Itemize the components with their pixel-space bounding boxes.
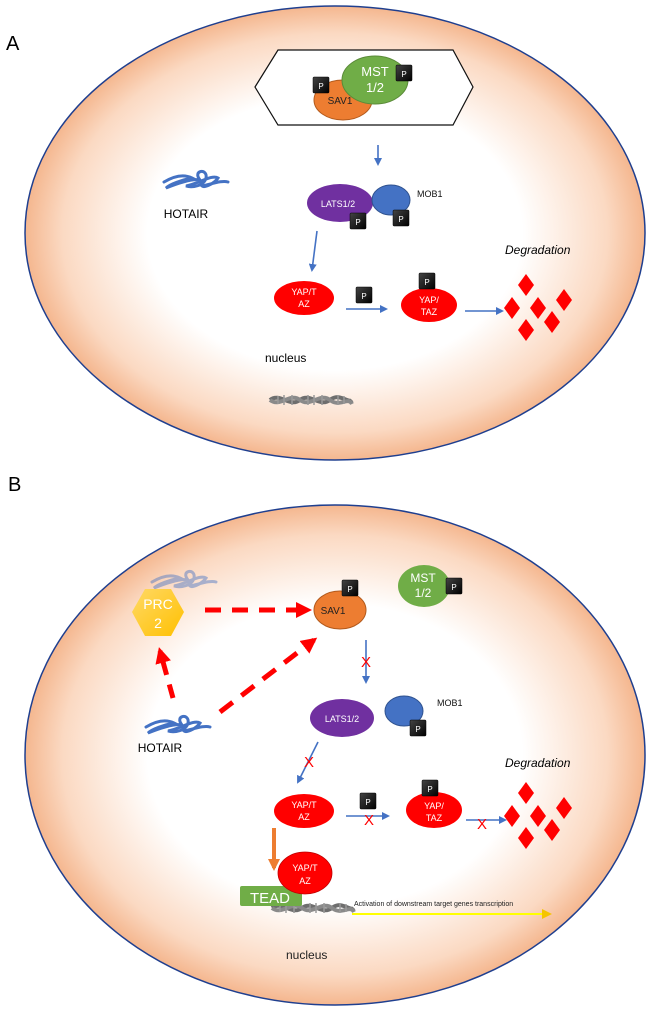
- phospho-badge: P: [418, 272, 436, 290]
- phospho-badge: P: [349, 212, 367, 230]
- degradation-label-a: Degradation: [505, 243, 571, 257]
- mob1-label-b: MOB1: [437, 698, 463, 708]
- svg-text:P: P: [424, 278, 429, 287]
- arrow-hotair-to-prc2: [155, 647, 176, 699]
- nuclear-yap-taz-node: [277, 851, 333, 895]
- yap-label-b-5: YAP/T: [292, 863, 318, 873]
- prc2-complex: [132, 589, 184, 636]
- svg-text:P: P: [398, 215, 403, 224]
- tead-factor: [240, 886, 302, 906]
- phospho-badge: P: [312, 76, 330, 94]
- prc2-label-1: PRC: [143, 596, 173, 612]
- yap-label-b-2: AZ: [298, 812, 310, 822]
- svg-text:P: P: [415, 725, 420, 734]
- prc2-label-2: 2: [154, 615, 162, 631]
- sav1-label-b: SAV1: [321, 606, 346, 617]
- mst-node-b: [398, 565, 450, 607]
- mob1-label-a: MOB1: [417, 189, 443, 199]
- panel-b-label: B: [8, 474, 21, 496]
- arrow-hotair-to-sav1: [218, 637, 318, 714]
- yap-taz-node-a: [274, 281, 334, 315]
- nucleus-label-b: nucleus: [286, 948, 327, 962]
- sav1-node-b: [313, 590, 367, 630]
- hotair-label-b: HOTAIR: [138, 741, 183, 755]
- svg-text:P: P: [347, 585, 352, 594]
- yap-label-a-2: AZ: [298, 299, 310, 309]
- yap-label-b-3: YAP/: [424, 801, 444, 811]
- phospho-yap-taz-node-b: [406, 792, 462, 828]
- svg-text:P: P: [401, 70, 406, 79]
- mob1-node-a: [371, 184, 411, 216]
- cell-a: [24, 5, 646, 461]
- yap-taz-node-b: [274, 794, 334, 828]
- lats-label-a: LATS1/2: [321, 199, 355, 209]
- block-mark: X: [361, 654, 371, 671]
- phospho-badge: P: [395, 64, 413, 82]
- lats-label-b: LATS1/2: [325, 714, 359, 724]
- phospho-badge: P: [359, 792, 377, 810]
- block-mark: X: [364, 812, 374, 829]
- hotair-label-a: HOTAIR: [164, 207, 209, 221]
- lats-node-a: [307, 184, 373, 222]
- yap-label-b-6: AZ: [299, 876, 311, 886]
- mst-label-b-1: MST: [410, 571, 436, 585]
- sav1-label-a: SAV1: [328, 96, 353, 107]
- arrow-lats-to-yap-a: [308, 230, 318, 272]
- phospho-yap-taz-node-a: [401, 288, 457, 322]
- svg-text:P: P: [365, 798, 370, 807]
- mst-label-a-1: MST: [361, 64, 389, 79]
- yap-label-b-4: TAZ: [426, 813, 443, 823]
- svg-text:P: P: [355, 218, 360, 227]
- yap-label-a-3: YAP/: [419, 295, 439, 305]
- yap-label-a-4: TAZ: [421, 307, 438, 317]
- block-mark: X: [477, 816, 487, 833]
- panel-a-label: A: [6, 33, 20, 55]
- mst-label-b-2: 1/2: [415, 586, 432, 600]
- cell-b: [24, 504, 646, 1006]
- yap-label-b-1: YAP/T: [291, 800, 317, 810]
- phospho-badge: P: [445, 577, 463, 595]
- phospho-badge: P: [421, 779, 439, 797]
- phospho-badge: P: [355, 286, 373, 304]
- activation-label: Activation of downstream target genes tr…: [354, 901, 513, 908]
- svg-text:P: P: [427, 785, 432, 794]
- degradation-label-b: Degradation: [505, 756, 571, 770]
- tead-label: TEAD: [250, 890, 290, 907]
- mst-label-a-2: 1/2: [366, 80, 384, 95]
- blocked-arrow-lats-to-yap: [297, 741, 319, 784]
- phospho-badge: P: [341, 579, 359, 597]
- svg-text:P: P: [451, 583, 456, 592]
- svg-text:P: P: [318, 82, 323, 91]
- yap-label-a-1: YAP/T: [291, 287, 317, 297]
- lats-node-b: [310, 699, 374, 737]
- nucleus-label-a: nucleus: [265, 351, 306, 365]
- phospho-badge: P: [392, 209, 410, 227]
- phospho-badge: P: [409, 719, 427, 737]
- svg-text:P: P: [361, 292, 366, 301]
- block-mark: X: [304, 754, 314, 771]
- mob1-node-b: [384, 695, 424, 727]
